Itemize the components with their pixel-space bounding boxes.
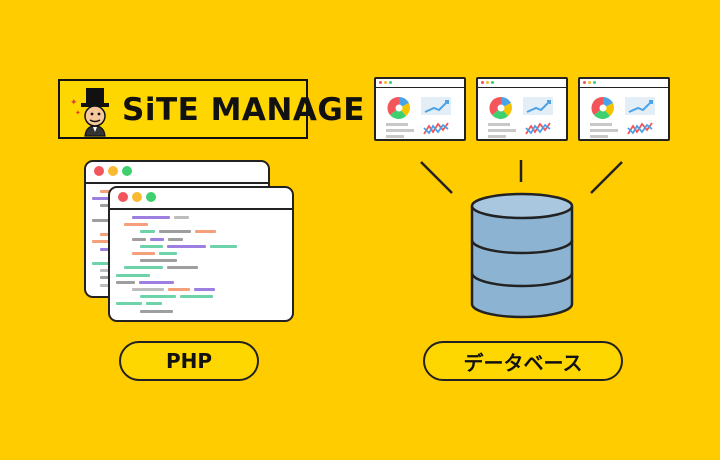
code-line <box>180 295 213 299</box>
line-chart-icon <box>423 123 449 135</box>
code-line <box>116 302 142 306</box>
logo-text: SiTE MANAGE <box>122 92 365 128</box>
code-line <box>140 259 177 263</box>
code-line <box>92 197 121 201</box>
code-line <box>100 190 115 193</box>
code-line <box>140 295 176 299</box>
minimize-dot-icon <box>108 166 118 176</box>
text-line <box>590 135 608 138</box>
close-dot-icon <box>118 192 128 202</box>
dashboard-title-bar <box>580 79 668 88</box>
code-line <box>168 288 190 291</box>
dashboard-chart-icon <box>476 77 568 141</box>
minimize-dot-icon <box>384 81 387 84</box>
code-line <box>167 266 198 270</box>
code-line <box>132 288 164 291</box>
pie-chart-icon <box>387 96 410 119</box>
trend-chart-icon <box>523 97 553 115</box>
text-line <box>386 135 404 138</box>
site-manage-logo: ✦ ✦ SiTE MANAGE <box>58 79 364 139</box>
code-line <box>168 237 183 241</box>
code-line <box>159 230 191 234</box>
dashboard-content <box>386 96 451 138</box>
window-title-bar <box>110 188 292 210</box>
code-line <box>139 280 174 284</box>
code-line <box>132 237 146 241</box>
text-line <box>386 129 414 132</box>
trend-chart-icon <box>421 97 451 115</box>
svg-text:✦: ✦ <box>75 109 81 117</box>
minimize-dot-icon <box>588 81 591 84</box>
connector-left <box>420 161 453 194</box>
code-line <box>167 244 206 248</box>
code-line <box>195 230 216 234</box>
code-line <box>140 309 173 313</box>
minimize-dot-icon <box>132 192 142 202</box>
database-icon <box>470 192 574 319</box>
pie-chart-icon <box>591 96 614 119</box>
close-dot-icon <box>583 81 586 84</box>
dashboard-title-bar <box>478 79 566 88</box>
line-chart-icon <box>525 123 551 135</box>
php-label: PHP <box>119 341 259 381</box>
maximize-dot-icon <box>593 81 596 84</box>
minimize-dot-icon <box>486 81 489 84</box>
text-line <box>488 129 516 132</box>
code-line <box>92 240 114 244</box>
code-line <box>116 273 150 277</box>
dashboard-title-bar <box>376 79 464 88</box>
close-dot-icon <box>94 166 104 176</box>
text-line <box>386 123 408 126</box>
database-label: データベース <box>423 341 623 381</box>
maximize-dot-icon <box>146 192 156 202</box>
code-line <box>140 230 155 234</box>
dashboard-content <box>590 96 655 138</box>
code-line <box>116 280 135 284</box>
dashboard-content <box>488 96 553 138</box>
code-line <box>150 237 164 241</box>
code-line <box>140 244 163 248</box>
close-dot-icon <box>481 81 484 84</box>
connector-right <box>590 161 623 194</box>
svg-text:✦: ✦ <box>70 98 78 108</box>
maximize-dot-icon <box>389 81 392 84</box>
code-window-front <box>108 186 294 322</box>
text-line <box>590 129 618 132</box>
code-line <box>159 252 177 255</box>
code-line <box>124 223 148 227</box>
dashboard-chart-icon <box>374 77 466 141</box>
code-line <box>132 216 170 219</box>
text-line <box>488 123 510 126</box>
text-line <box>488 135 506 138</box>
maximize-dot-icon <box>491 81 494 84</box>
code-line <box>194 288 215 291</box>
code-line <box>132 252 155 255</box>
top-hat-mascot-icon: ✦ ✦ <box>70 88 109 137</box>
code-line <box>174 216 189 219</box>
code-line <box>210 244 237 248</box>
close-dot-icon <box>379 81 382 84</box>
trend-chart-icon <box>625 97 655 115</box>
pie-chart-icon <box>489 96 512 119</box>
window-title-bar <box>86 162 268 184</box>
dashboard-chart-icon <box>578 77 670 141</box>
text-line <box>590 123 612 126</box>
code-line <box>124 266 163 270</box>
maximize-dot-icon <box>122 166 132 176</box>
code-line <box>146 302 162 306</box>
line-chart-icon <box>627 123 653 135</box>
